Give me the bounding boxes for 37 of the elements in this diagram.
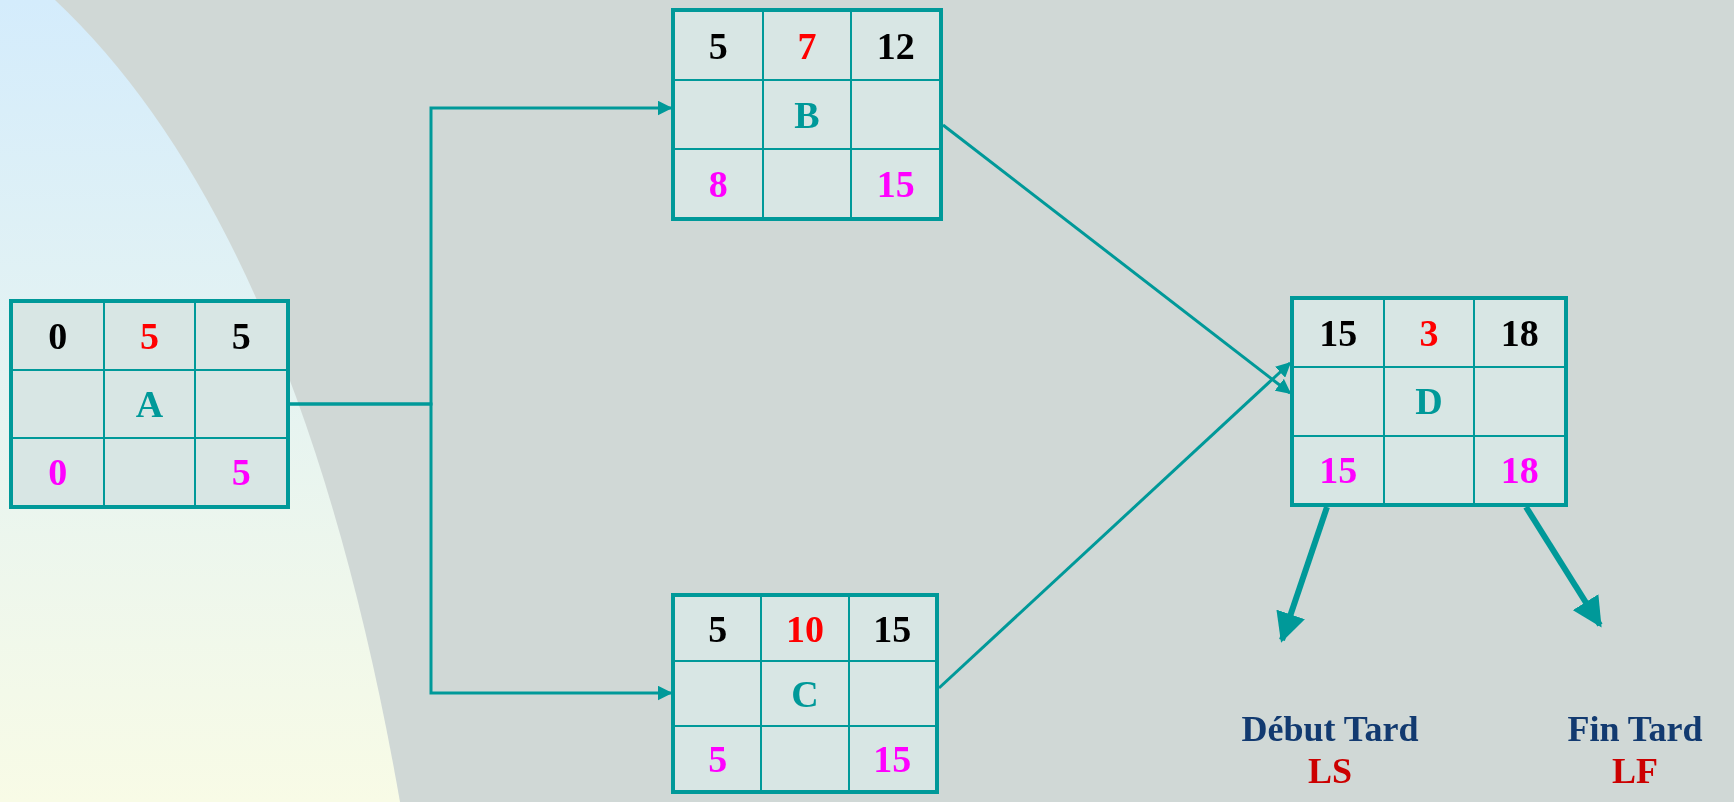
abbreviation-text: LS bbox=[1307, 750, 1352, 792]
duration-value: 3 bbox=[1384, 300, 1474, 367]
duration-value: 10 bbox=[762, 597, 848, 660]
late-value: 15 bbox=[1294, 436, 1383, 503]
activity-box bbox=[9, 299, 290, 509]
arrow bbox=[1523, 505, 1603, 628]
arrow bbox=[942, 123, 1292, 395]
arrow bbox=[290, 402, 673, 701]
abbreviation-text: LF bbox=[1612, 750, 1658, 792]
arrow bbox=[938, 361, 1292, 690]
late-value: 18 bbox=[1475, 436, 1564, 503]
late-value: 0 bbox=[13, 439, 103, 505]
late-value: 5 bbox=[196, 439, 286, 505]
activity-box bbox=[671, 8, 943, 221]
duration-value: 7 bbox=[763, 12, 851, 79]
activity-name: B bbox=[763, 81, 851, 148]
label-text: Début Tard bbox=[1241, 709, 1419, 751]
activity-box bbox=[671, 593, 939, 794]
late-value: 8 bbox=[675, 150, 762, 217]
top-value: 0 bbox=[13, 303, 103, 369]
late-value: 5 bbox=[675, 727, 761, 790]
top-value: 5 bbox=[675, 12, 762, 79]
top-value: 15 bbox=[849, 597, 935, 660]
arrow bbox=[1276, 506, 1330, 643]
top-value: 5 bbox=[675, 597, 761, 660]
top-value: 15 bbox=[1294, 300, 1383, 367]
top-value: 5 bbox=[196, 303, 286, 369]
late-value: 15 bbox=[849, 727, 935, 790]
activity-box bbox=[1290, 296, 1568, 507]
late-value: 15 bbox=[852, 150, 939, 217]
label-text: Fin Tard bbox=[1567, 709, 1703, 751]
activity-name: C bbox=[762, 662, 848, 725]
activity-name: D bbox=[1384, 368, 1474, 435]
duration-value: 5 bbox=[104, 303, 195, 369]
activity-name: A bbox=[104, 371, 195, 437]
top-value: 12 bbox=[852, 12, 939, 79]
top-value: 18 bbox=[1475, 300, 1564, 367]
